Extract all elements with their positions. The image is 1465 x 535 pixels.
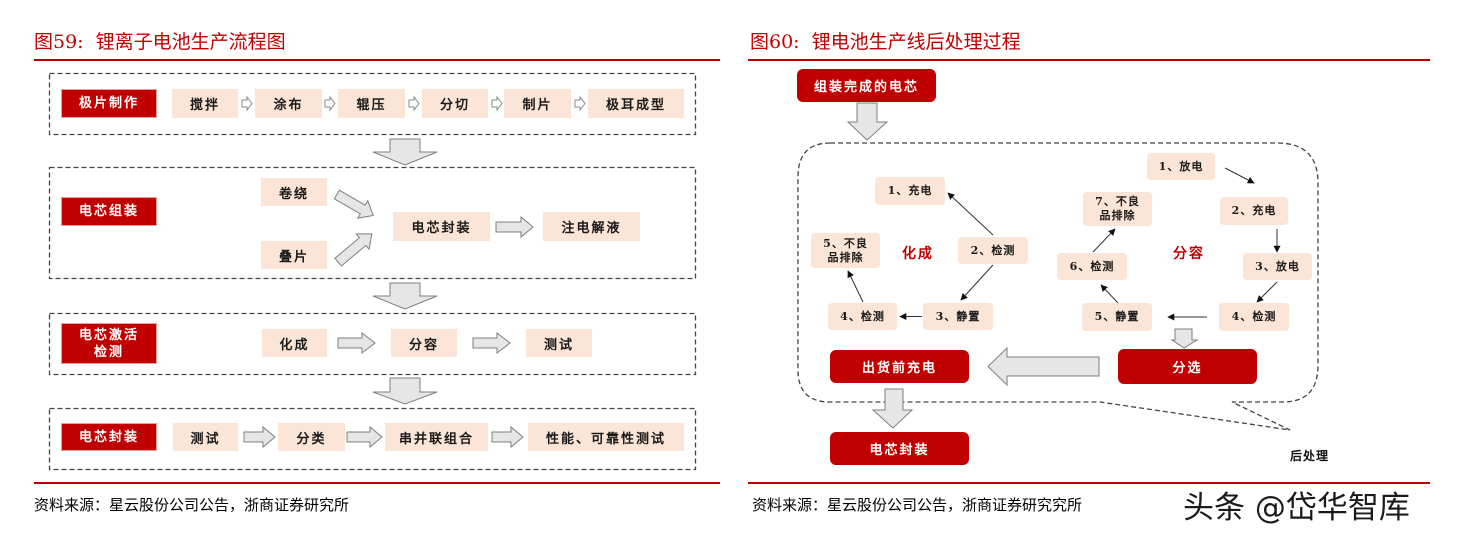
formation-step-charge: 1、充电 [875,177,945,205]
step-text: 1、充电 [887,184,933,197]
step-tab-forming: 极耳成型 [588,89,684,118]
step-grading: 分容 [391,329,457,357]
down-arrow-icon [372,138,438,166]
step-text: 3、放电 [1255,259,1300,273]
pre-shipment-charge-box: 出货前充电 [830,350,969,383]
step-formation: 化成 [262,329,327,357]
step-text: 5、静置 [1094,310,1140,323]
right-arrow-icon [243,425,276,449]
stage-label-text: 电芯激活 [78,327,139,343]
grading-step-inspect: 4、检测 [1219,303,1289,331]
right-arrow-icon [472,331,511,355]
left-arrow-icon [987,346,1100,387]
step-electrolyte-injection: 注电解液 [543,212,640,241]
step-reliability-test: 性能、可靠性测试 [528,423,684,451]
watermark: 头条 @岱华智库 [1183,490,1410,526]
formation-step-rest: 3、静置 [923,303,993,330]
diagonal-arrow-icon [334,233,373,267]
down-arrow-icon [372,377,438,405]
stage-label-text: 电芯组装 [78,204,139,219]
step-sheet-making: 制片 [504,89,571,118]
stage-label-assembly: 电芯组装 [61,197,157,226]
step-winding: 卷绕 [261,178,327,206]
grading-group-label: 分容 [1173,246,1205,262]
step-text: 7、不良 [1095,195,1140,208]
sorting-box: 分选 [1118,349,1257,384]
formation-arrow-2-to-1 [947,192,994,236]
step-text: 2、充电 [1231,204,1277,217]
down-arrow-icon [372,282,438,310]
grading-step-discharge: 1、放电 [1147,153,1215,180]
stage-label-activation: 电芯激活 检测 [61,323,157,364]
step-series-parallel: 串并联组合 [385,423,488,451]
down-arrow-icon [1170,328,1199,349]
step-text: 品排除 [827,250,864,264]
grading-arrow-6-to-7 [1092,228,1116,253]
figure-59-title-rule [34,59,720,61]
small-right-arrow-icon [324,95,336,112]
stage-label-packaging: 电芯封装 [61,423,157,451]
grading-step-charge: 2、充电 [1220,197,1288,225]
step-classification: 分类 [278,423,345,451]
small-right-arrow-icon [241,95,253,112]
diagonal-arrow-icon [333,189,374,219]
step-rolling: 辊压 [338,89,405,118]
down-arrow-icon [846,102,889,141]
assembled-cell-box: 组装完成的电芯 [797,69,936,102]
figure-59-source-rule [34,482,720,484]
cell-packaging-box: 电芯封装 [830,432,969,465]
small-right-arrow-icon [491,95,503,112]
step-cell-sealing: 电芯封装 [393,212,490,241]
grading-step-discharge-2: 3、放电 [1243,253,1312,280]
grading-step-rest: 5、静置 [1082,303,1152,331]
figure-60-source-rule [748,482,1430,484]
step-text: 品排除 [1099,209,1136,222]
right-arrow-icon [495,215,534,239]
grading-arrow-5-to-6 [1100,284,1119,304]
step-mixing: 搅拌 [172,89,238,118]
formation-arrow-4-to-5 [847,270,864,303]
figure-60-title-rule [748,59,1430,61]
step-text: 4、检测 [1231,310,1277,323]
down-arrow-icon [871,388,914,429]
step-text: 4、检测 [840,309,885,323]
step-coating: 涂布 [255,89,322,118]
formation-step-reject: 5、不良 品排除 [811,233,880,268]
step-slitting: 分切 [422,89,488,118]
figure-59-title: 图59: 锂离子电池生产流程图 [34,31,286,53]
grading-arrow-3-to-4 [1256,281,1278,303]
step-text: 2、检测 [970,243,1016,257]
stage-label-text: 极片制作 [78,96,139,111]
step-text: 3、静置 [935,309,981,323]
right-arrow-icon [337,331,376,355]
small-right-arrow-icon [408,95,420,112]
step-text: 1、放电 [1158,159,1204,173]
formation-group-label: 化成 [902,246,934,262]
grading-arrow-1-to-2 [1224,167,1255,184]
post-processing-callout-label: 后处理 [1290,449,1330,463]
grading-step-reject: 7、不良 品排除 [1083,192,1152,226]
small-right-arrow-icon [574,95,586,112]
stage-label-text: 检测 [93,344,124,360]
step-pack-testing: 测试 [173,423,238,451]
right-arrow-icon [491,425,524,449]
step-text: 6、检测 [1069,259,1115,273]
step-text: 5、不良 [823,236,868,250]
formation-step-inspect: 2、检测 [958,237,1028,264]
stage-label-text: 电芯封装 [78,429,139,445]
stage-label-electrode: 极片制作 [61,89,157,118]
right-arrow-icon [346,425,383,449]
figure-60-source: 资料来源：星云股份公司公告，浙商证券研究究所 [752,496,1083,514]
formation-arrow-2-to-3 [960,264,994,301]
step-testing: 测试 [526,329,592,357]
figure-60-title: 图60: 锂电池生产线后处理过程 [750,31,1021,53]
grading-step-inspect-2: 6、检测 [1057,253,1127,280]
step-stacking: 叠片 [261,241,327,269]
formation-step-inspect-2: 4、检测 [828,303,897,330]
figure-59-source: 资料来源：星云股份公司公告，浙商证券研究所 [34,496,350,514]
